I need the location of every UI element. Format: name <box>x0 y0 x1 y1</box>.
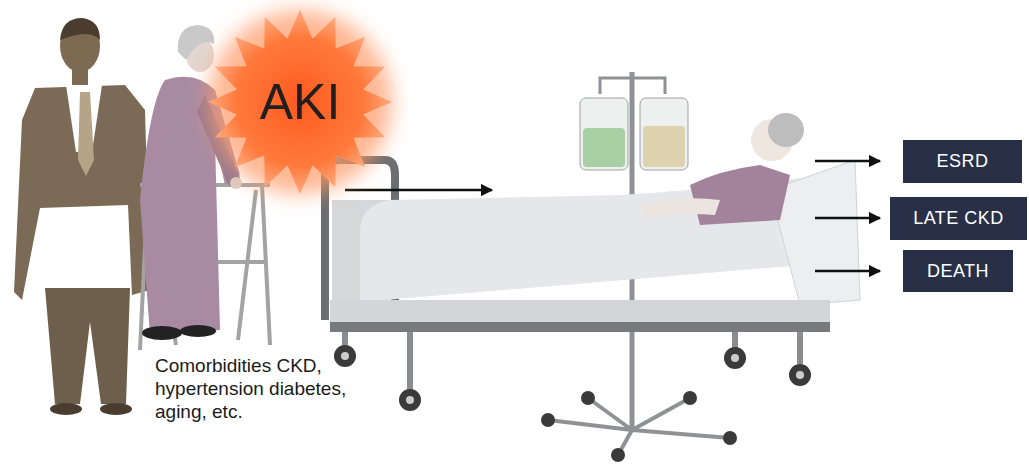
elderly-figure <box>230 177 242 189</box>
node-label: DEATH <box>927 261 989 282</box>
outcome-box: ESRD <box>903 140 1022 183</box>
arrow <box>815 270 880 273</box>
elderly-figure <box>178 25 214 60</box>
outcome-box: DEATH <box>903 250 1013 292</box>
man-figure <box>14 18 150 415</box>
man-figure <box>50 403 82 415</box>
man-figure <box>72 66 88 86</box>
wheel <box>406 396 414 404</box>
hospital-bed <box>330 322 830 332</box>
outcome-box: LATE CKD <box>890 197 1027 240</box>
wheel <box>548 398 730 455</box>
wheel <box>789 364 811 386</box>
wheel <box>611 448 625 462</box>
wheel <box>341 352 349 360</box>
man-figure <box>60 18 100 40</box>
burst-glow <box>208 10 392 194</box>
hospital-bed <box>768 113 804 147</box>
hospital-bed <box>345 332 800 390</box>
hospital-bed <box>640 198 720 218</box>
wheel <box>581 391 595 405</box>
iv-stand <box>643 126 685 167</box>
wheel <box>731 354 739 362</box>
iv-stand <box>600 78 665 94</box>
arrow <box>345 161 880 271</box>
wheel <box>541 413 555 427</box>
arrow <box>815 160 880 163</box>
iv-stand <box>640 98 688 170</box>
wheel <box>399 389 421 411</box>
node-label: AKI <box>260 73 341 131</box>
man-figure <box>14 85 150 300</box>
elderly-figure <box>142 326 182 340</box>
wheel <box>334 345 811 462</box>
man-figure <box>78 92 94 176</box>
wheel <box>796 371 804 379</box>
elderly-figure <box>180 325 216 337</box>
wheel <box>723 431 737 445</box>
arrow <box>815 217 880 220</box>
note-label: Comorbidities CKD, hypertension diabetes… <box>155 355 383 423</box>
node-label: ESRD <box>936 151 988 172</box>
wheel <box>334 345 356 367</box>
iv-stand <box>583 128 625 167</box>
burst-outline <box>208 10 392 194</box>
man-figure <box>45 288 130 404</box>
node-label: LATE CKD <box>913 208 1004 229</box>
hospital-bed <box>325 113 860 390</box>
hospital-bed <box>330 300 830 322</box>
iv-stand <box>580 98 628 170</box>
man-figure <box>100 403 132 415</box>
burst-node: AKI <box>200 2 400 202</box>
hospital-bed <box>690 165 790 225</box>
wheel <box>724 347 746 369</box>
wheel <box>683 391 697 405</box>
arrow <box>345 189 492 192</box>
